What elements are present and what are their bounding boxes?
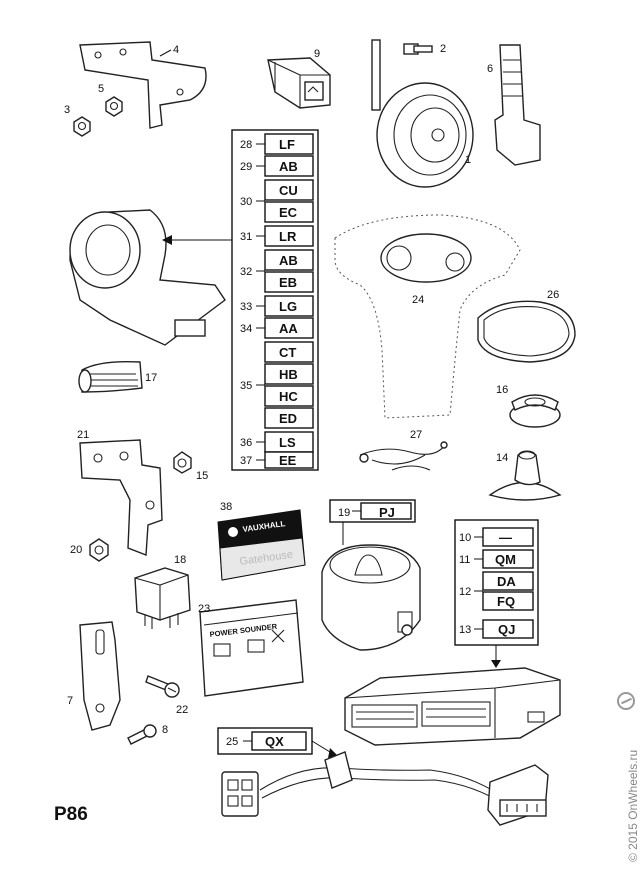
code-37: EE (279, 453, 297, 468)
label-9: 9 (314, 48, 320, 60)
code-25: QX (265, 734, 284, 749)
part-14-grommet (488, 450, 562, 501)
code-19: PJ (379, 505, 395, 520)
ref-28: 28 (240, 139, 252, 151)
part-27-cable (359, 441, 448, 471)
code-32a: AB (279, 253, 298, 268)
code-30a: CU (279, 183, 298, 198)
label-27: 27 (410, 429, 422, 441)
part-4-bracket (79, 41, 207, 129)
part-17-tape (78, 360, 143, 393)
ref-32: 32 (240, 266, 252, 278)
ref-35: 35 (240, 380, 252, 392)
immobiliser-ring-assembly (69, 209, 226, 346)
label-4: 4 (173, 44, 179, 56)
catalog-reference: P86 (54, 804, 88, 825)
code-29: AB (279, 159, 298, 174)
ref-34: 34 (240, 323, 252, 335)
part-9-switch (267, 57, 331, 109)
part-16-grommet (509, 394, 561, 428)
ref-33: 33 (240, 301, 252, 313)
ref-19: 19 (338, 507, 350, 519)
code-36: LS (279, 435, 296, 450)
label-20: 20 (70, 544, 82, 556)
code-34: AA (279, 321, 298, 336)
part-19-sounder (321, 499, 421, 651)
part-8-screw (127, 724, 157, 745)
code-33: LG (279, 299, 297, 314)
ref-25: 25 (226, 736, 238, 748)
code-11: QM (495, 552, 516, 567)
label-15: 15 (196, 470, 208, 482)
control-module (344, 667, 561, 746)
label-21: 21 (77, 429, 89, 441)
ref-31: 31 (240, 231, 252, 243)
part-3-nut (73, 116, 91, 137)
label-22: 22 (176, 704, 188, 716)
part-26-seal (477, 300, 576, 363)
wiring-harness (217, 727, 549, 826)
ref-13: 13 (459, 624, 471, 636)
ref-10: 10 (459, 532, 471, 544)
code-31: LR (279, 229, 297, 244)
label-3: 3 (64, 104, 70, 116)
code-32b: EB (279, 275, 297, 290)
part-5-nut (105, 96, 123, 117)
label-8: 8 (162, 724, 168, 736)
label-24: 24 (412, 294, 424, 306)
label-38: 38 (220, 501, 232, 513)
label-16: 16 (496, 384, 508, 396)
label-26: 26 (547, 289, 559, 301)
part-15-nut (173, 451, 192, 474)
ref-37: 37 (240, 455, 252, 467)
ref-29: 29 (240, 161, 252, 173)
part-6-plug (494, 44, 541, 166)
part-38-badge (217, 509, 306, 581)
ref-30: 30 (240, 196, 252, 208)
label-1: 1 (465, 154, 471, 166)
code-35d: ED (279, 411, 297, 426)
code-12b: FQ (497, 594, 515, 609)
copyright-watermark: © 2015 OnWheels.ru (626, 749, 640, 862)
code-table (231, 129, 319, 471)
ref-12: 12 (459, 586, 471, 598)
part-1-horn (371, 39, 474, 188)
code-28: LF (279, 137, 295, 152)
code-13: QJ (498, 622, 515, 637)
part-7-bracket (79, 621, 121, 731)
side-table (454, 519, 539, 668)
label-2: 2 (440, 43, 446, 55)
part-21-bracket (79, 439, 163, 556)
code-30b: EC (279, 205, 298, 220)
part-22-screw (145, 675, 180, 698)
code-35c: HC (279, 389, 298, 404)
ref-36: 36 (240, 437, 252, 449)
label-14: 14 (496, 452, 508, 464)
ref-11: 11 (459, 554, 470, 566)
label-5: 5 (98, 83, 104, 95)
label-6: 6 (487, 63, 493, 75)
part-18-relay (134, 567, 191, 629)
label-18: 18 (174, 554, 186, 566)
part-24-panel (334, 214, 521, 419)
code-35b: HB (279, 367, 298, 382)
code-12a: DA (497, 574, 516, 589)
label-17: 17 (145, 372, 157, 384)
part-20-nut (89, 538, 109, 562)
code-35a: CT (279, 345, 296, 360)
label-7: 7 (67, 695, 73, 707)
part-23-label (199, 599, 304, 697)
part-2-bolt (403, 43, 433, 55)
code-10: — (499, 530, 512, 545)
watermark-logo-icon (617, 692, 635, 710)
label-23: 23 (198, 603, 210, 615)
